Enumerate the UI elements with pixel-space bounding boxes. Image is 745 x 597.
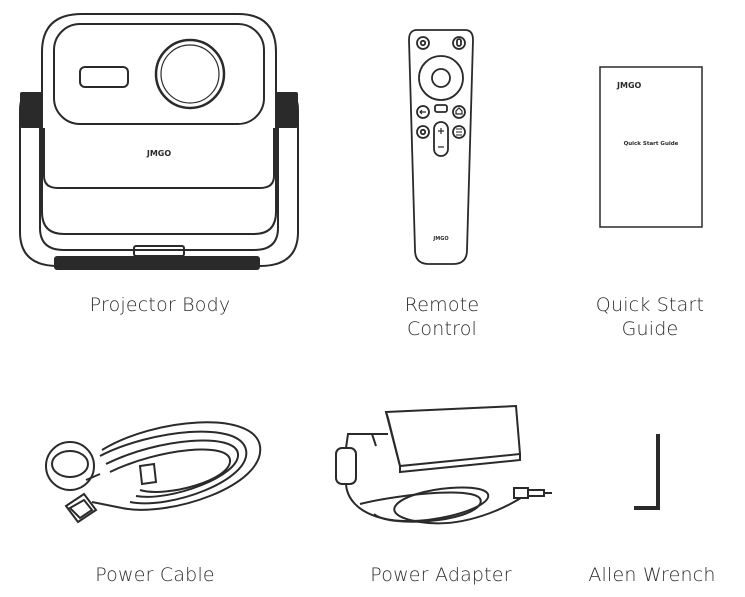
projector-logo: JMGO [146,149,172,158]
caption-quick-start-guide: Quick Start Guide [580,293,720,341]
caption-allen-wrench: Allen Wrench [572,563,732,587]
allen-wrench-illustration [630,432,670,512]
caption-guide-line1: Quick Start [595,294,705,316]
projector-illustration: JMGO [18,12,300,280]
caption-projector-body-text: Projector Body [89,294,231,316]
guide-illustration: JMGO Quick Start Guide [599,66,705,230]
power-cable-illustration [40,410,272,528]
caption-power-adapter-text: Power Adapter [370,564,512,586]
caption-power-adapter: Power Adapter [336,563,546,587]
remote-illustration: JMGO [407,28,475,266]
caption-remote-control: Remote Control [380,293,504,341]
power-adapter-illustration [330,404,554,540]
caption-power-cable: Power Cable [60,563,250,587]
caption-remote-line2: Control [406,318,478,340]
guide-cover-title: Quick Start Guide [624,141,679,147]
remote-logo: JMGO [432,236,448,242]
caption-remote-line1: Remote [404,294,480,316]
caption-allen-wrench-text: Allen Wrench [588,564,716,586]
guide-logo: JMGO [616,81,642,90]
caption-projector-body: Projector Body [60,293,260,317]
caption-guide-line2: Guide [621,318,679,340]
caption-power-cable-text: Power Cable [95,564,215,586]
